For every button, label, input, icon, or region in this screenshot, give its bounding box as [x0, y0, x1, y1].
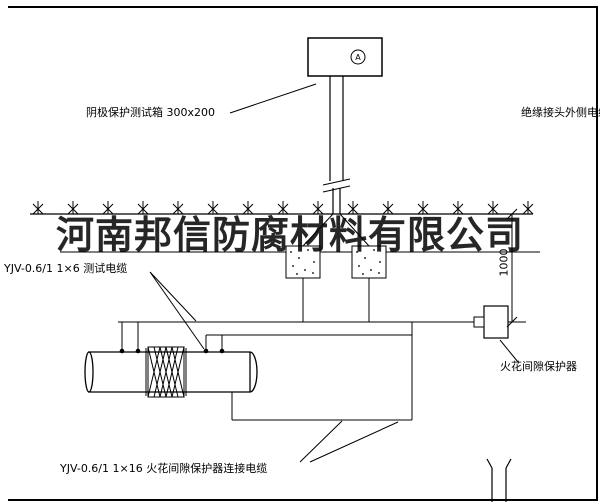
meter-symbol-label: A	[355, 53, 361, 62]
leader-spark-gap	[499, 339, 519, 363]
ground-surface-marks	[32, 200, 534, 215]
leader-lines	[149, 83, 519, 463]
test-box	[307, 37, 383, 77]
label-spark-gap: 火花间隙保护器	[500, 360, 577, 373]
label-spark-gap-cable: YJV-0.6/1 1×16 火花间隙保护器连接电缆	[60, 462, 268, 475]
meter-circle-icon	[350, 49, 366, 65]
leader-test-cable	[149, 271, 205, 350]
pipeline	[84, 348, 258, 396]
label-insulation-joint-cable: 绝缘接头外侧电缆	[521, 106, 600, 119]
pipe-stub-symbol	[486, 458, 512, 502]
leader-test-box	[229, 83, 317, 114]
cable-runs	[118, 278, 474, 421]
weld-point	[135, 348, 141, 354]
spark-gap-protector	[473, 305, 509, 339]
dimension-text: 1000	[497, 248, 511, 277]
weld-point	[203, 348, 209, 354]
insulating-joint	[147, 346, 185, 398]
label-test-box: 阴极保护测试箱 300x200	[86, 106, 215, 119]
dimension-line	[506, 208, 526, 328]
weld-points	[119, 348, 225, 354]
concrete-block-right	[351, 245, 387, 279]
buried-test-cables	[302, 213, 370, 268]
weld-point	[119, 348, 125, 354]
concrete-block-left	[285, 245, 321, 279]
drawing-frame	[8, 6, 598, 501]
pipe-break-icon	[322, 178, 351, 193]
leader-bottom-cable	[299, 420, 399, 463]
label-test-cable: YJV-0.6/1 1×6 测试电缆	[4, 262, 128, 275]
weld-point	[219, 348, 225, 354]
conduit-riser	[322, 76, 351, 214]
